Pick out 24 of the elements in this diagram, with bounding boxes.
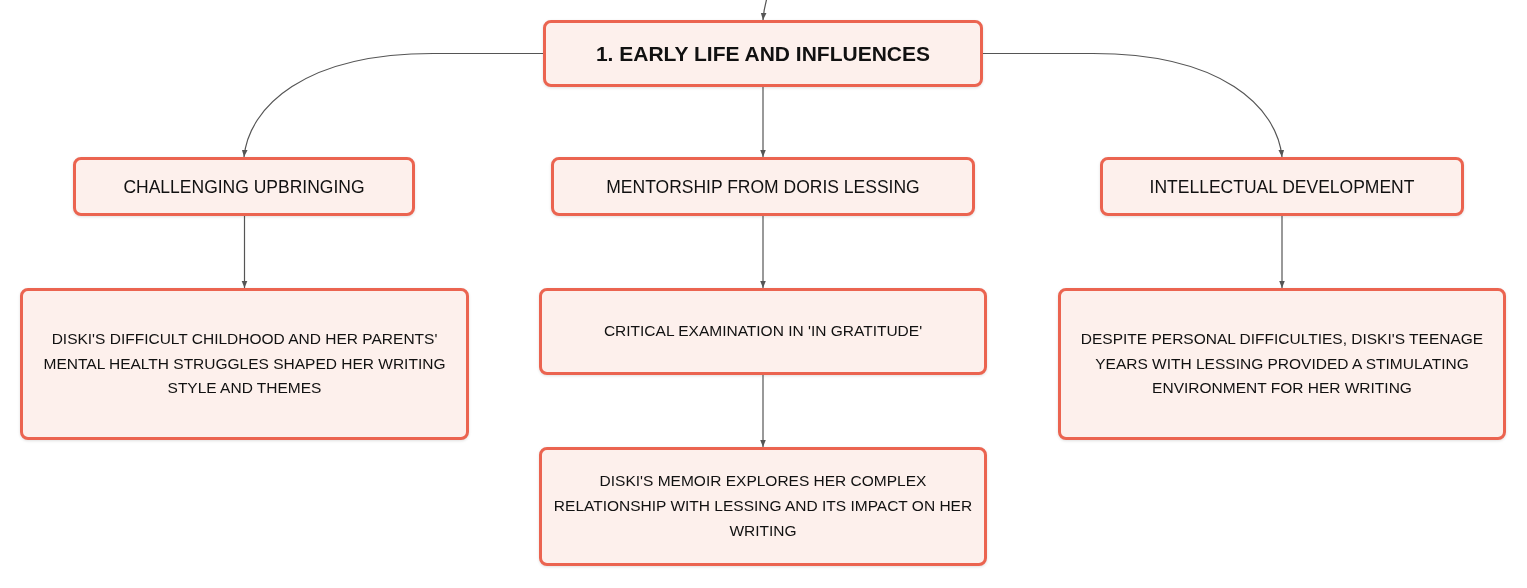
node-text: MENTORSHIP FROM DORIS LESSING [606, 175, 920, 199]
subtopic-box [73, 157, 415, 216]
connector-arrow [760, 374, 766, 448]
connector-arrow [760, 215, 766, 289]
node-text: DISKI'S DIFFICULT CHILDHOOD AND HER PARENTS' MENTAL HEALTH STRUGGLES SHAPED HER WRITING STYLE AND THEMES [42, 328, 447, 399]
connector-arrow [760, 0, 768, 21]
node-text: DESPITE PERSONAL DIFFICULTIES, DISKI'S TEENAGE YEARS WITH LESSING PROVIDED A STIMULATING ENVIRONMENT FOR HER WRITING [1079, 328, 1485, 399]
connector-arrow [241, 215, 248, 289]
node-text: 1. EARLY LIFE AND INFLUENCES [595, 40, 931, 67]
subtopic-box [539, 288, 987, 375]
subtopic-box [1100, 157, 1464, 216]
subtopic-box [551, 157, 975, 216]
node-text: CRITICAL EXAMINATION IN 'IN GRATITUDE' [603, 321, 923, 342]
node-text: DISKI'S MEMOIR EXPLORES HER COMPLEX RELATIONSHIP WITH LESSING AND ITS IMPACT ON HER WRITING [552, 471, 974, 541]
connector-arrow [1279, 215, 1285, 289]
node-text: CHALLENGING UPBRINGING [123, 175, 365, 199]
topic-box [543, 20, 983, 87]
subtopic-box [20, 288, 469, 440]
connector-arrow [242, 52, 544, 158]
subtopic-box [539, 447, 987, 566]
node-text: INTELLECTUAL DEVELOPMENT [1149, 175, 1415, 199]
connector-arrow [982, 52, 1284, 158]
subtopic-box [1058, 288, 1506, 440]
connector-arrow [760, 86, 766, 158]
